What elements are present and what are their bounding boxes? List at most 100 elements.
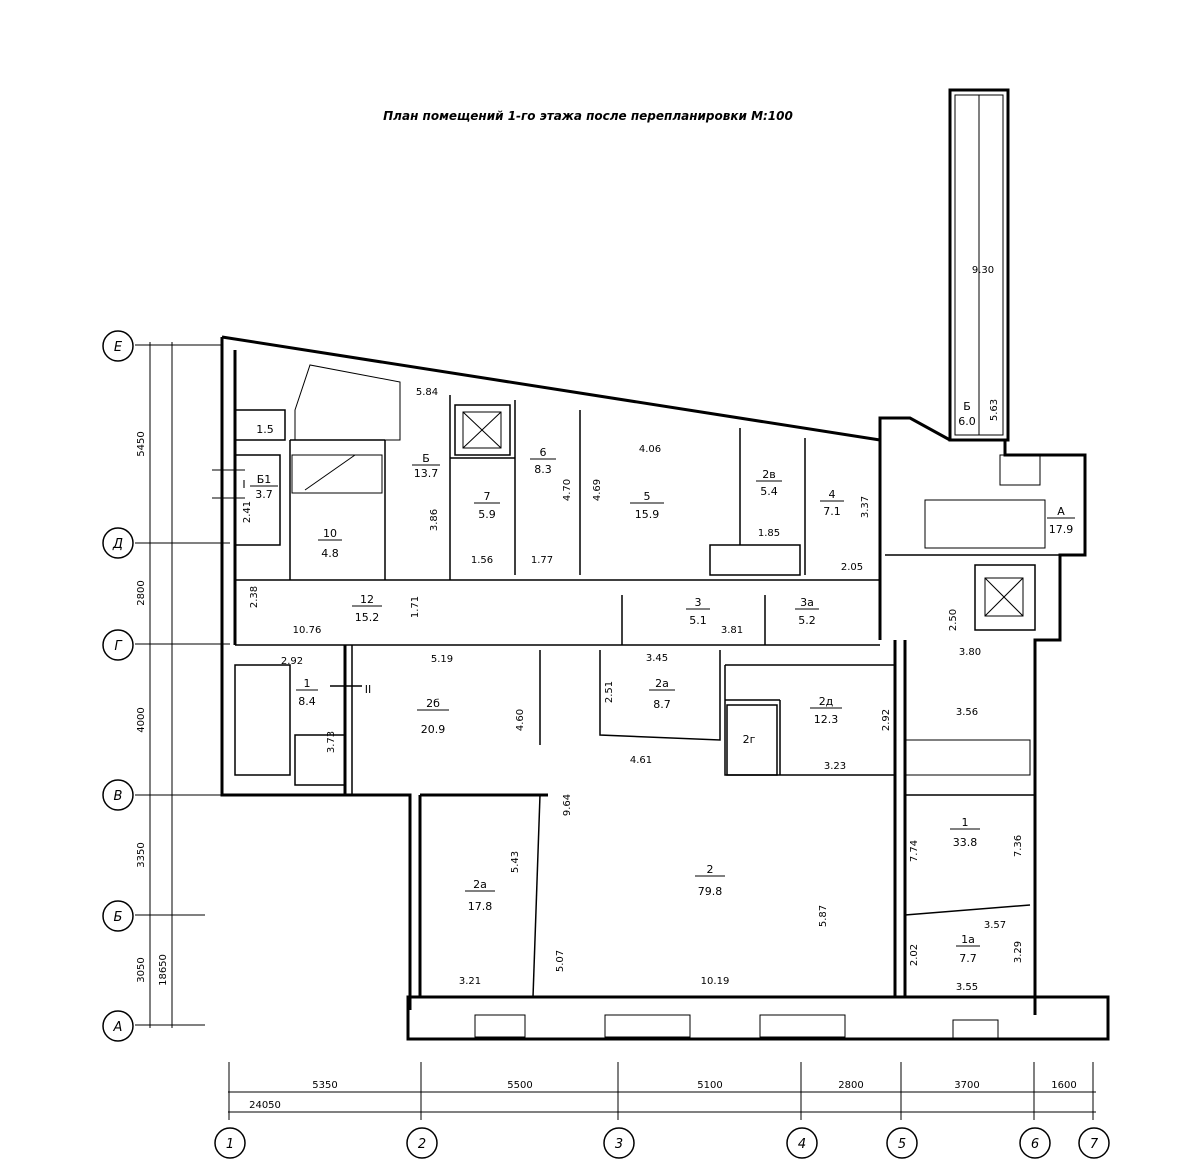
svg-text:33.8: 33.8 <box>953 836 978 849</box>
svg-text:7: 7 <box>484 490 491 503</box>
row-axis-markers: Е Д Г В Б А <box>102 330 134 1042</box>
room-2a-upper: 2а 8.7 <box>649 677 675 711</box>
svg-text:6: 6 <box>1031 1137 1039 1152</box>
svg-text:3350: 3350 <box>136 842 147 867</box>
room-3a: 3а 5.2 <box>795 596 819 627</box>
svg-text:5.2: 5.2 <box>798 614 816 627</box>
svg-text:Б: Б <box>422 452 430 465</box>
room-B1: Б1 3.7 <box>250 473 278 501</box>
svg-text:1.85: 1.85 <box>758 528 780 539</box>
staircases <box>291 94 1046 1041</box>
svg-text:6.0: 6.0 <box>958 415 976 428</box>
svg-text:7.7: 7.7 <box>959 952 977 965</box>
svg-text:1.5: 1.5 <box>256 423 274 436</box>
svg-text:1.71: 1.71 <box>410 596 421 618</box>
svg-text:4.8: 4.8 <box>321 547 339 560</box>
svg-text:17.9: 17.9 <box>1049 523 1074 536</box>
svg-text:2г: 2г <box>743 733 756 746</box>
svg-text:I: I <box>242 478 245 491</box>
svg-text:4.06: 4.06 <box>639 444 661 455</box>
outer-walls <box>220 88 1110 1041</box>
room-B-upper: Б 13.7 <box>412 452 440 480</box>
svg-text:5.9: 5.9 <box>478 508 496 521</box>
svg-text:2.38: 2.38 <box>249 586 260 608</box>
axis-row-D: Д <box>102 527 134 559</box>
room-2a-lower: 2а 17.8 <box>465 878 495 913</box>
svg-text:8.4: 8.4 <box>298 695 316 708</box>
svg-text:2800: 2800 <box>838 1080 863 1091</box>
svg-text:2800: 2800 <box>136 580 147 605</box>
svg-text:1а: 1а <box>961 933 975 946</box>
svg-text:2.92: 2.92 <box>281 656 303 667</box>
svg-text:2.51: 2.51 <box>604 681 615 703</box>
svg-text:Д: Д <box>112 537 123 552</box>
svg-text:3а: 3а <box>800 596 814 609</box>
left-dimension-chain: 5450 2800 4000 3350 3050 18650 <box>135 342 230 1028</box>
svg-text:3050: 3050 <box>136 957 147 982</box>
svg-text:79.8: 79.8 <box>698 885 723 898</box>
svg-text:4: 4 <box>829 488 836 501</box>
svg-text:15.9: 15.9 <box>635 508 660 521</box>
room-3: 3 5.1 <box>686 596 710 627</box>
svg-text:5.84: 5.84 <box>416 387 438 398</box>
svg-text:5100: 5100 <box>697 1080 722 1091</box>
svg-text:3.57: 3.57 <box>984 920 1006 931</box>
room-2g: 2г <box>743 733 756 746</box>
svg-text:5.87: 5.87 <box>818 905 829 927</box>
svg-text:7.74: 7.74 <box>909 840 920 862</box>
svg-text:2в: 2в <box>762 468 775 481</box>
svg-text:2д: 2д <box>819 695 834 708</box>
inner-walls <box>234 395 1060 998</box>
svg-text:3.21: 3.21 <box>459 976 481 987</box>
svg-text:15.2: 15.2 <box>355 611 380 624</box>
svg-text:4.61: 4.61 <box>630 755 652 766</box>
svg-text:5.43: 5.43 <box>510 851 521 873</box>
svg-text:2б: 2б <box>426 697 440 710</box>
svg-text:18650: 18650 <box>158 954 169 986</box>
svg-text:5.07: 5.07 <box>555 950 566 972</box>
svg-text:1: 1 <box>962 816 969 829</box>
axis-col-5: 5 <box>886 1127 918 1159</box>
axis-row-B: Б <box>102 900 134 932</box>
axis-row-V: В <box>102 779 134 811</box>
svg-text:2.50: 2.50 <box>948 609 959 631</box>
svg-text:5450: 5450 <box>136 431 147 456</box>
svg-text:10.19: 10.19 <box>701 976 730 987</box>
room-6: 6 8.3 <box>530 446 556 476</box>
svg-text:А: А <box>113 1020 123 1035</box>
svg-text:3.45: 3.45 <box>646 653 668 664</box>
svg-text:24050: 24050 <box>249 1100 281 1111</box>
svg-text:1.56: 1.56 <box>471 555 493 566</box>
svg-text:6: 6 <box>540 446 547 459</box>
svg-text:3700: 3700 <box>954 1080 979 1091</box>
svg-text:3.55: 3.55 <box>956 982 978 993</box>
axis-col-3: 3 <box>603 1127 635 1159</box>
svg-text:4.69: 4.69 <box>592 479 603 501</box>
room-2-main: 2 79.8 <box>695 863 725 898</box>
svg-text:2.41: 2.41 <box>242 501 253 523</box>
axis-col-6: 6 <box>1019 1127 1051 1159</box>
section-marks: I II <box>212 469 371 696</box>
svg-text:17.8: 17.8 <box>468 900 493 913</box>
svg-text:В: В <box>114 789 123 804</box>
plan-title: План помещений 1-го этажа после переплан… <box>383 109 793 123</box>
svg-text:5.4: 5.4 <box>760 485 778 498</box>
svg-text:5.19: 5.19 <box>431 654 453 665</box>
svg-text:5500: 5500 <box>507 1080 532 1091</box>
room-labels: Б 13.7 Б1 3.7 1.5 10 4.8 7 5.9 6 8.3 5 <box>250 400 1075 965</box>
svg-text:3.23: 3.23 <box>824 761 846 772</box>
room-1-left: 1 8.4 <box>296 677 318 708</box>
svg-text:12: 12 <box>360 593 374 606</box>
svg-text:3.56: 3.56 <box>956 707 978 718</box>
axis-row-G: Г <box>102 629 134 661</box>
svg-text:Е: Е <box>114 340 123 355</box>
svg-text:3.29: 3.29 <box>1013 941 1024 963</box>
svg-text:7.1: 7.1 <box>823 505 841 518</box>
svg-text:3.37: 3.37 <box>860 496 871 518</box>
svg-text:8.7: 8.7 <box>653 698 671 711</box>
axis-col-7: 7 <box>1078 1127 1110 1159</box>
room-10: 10 4.8 <box>318 527 342 560</box>
svg-text:3: 3 <box>695 596 702 609</box>
room-A: А 17.9 <box>1047 505 1075 536</box>
